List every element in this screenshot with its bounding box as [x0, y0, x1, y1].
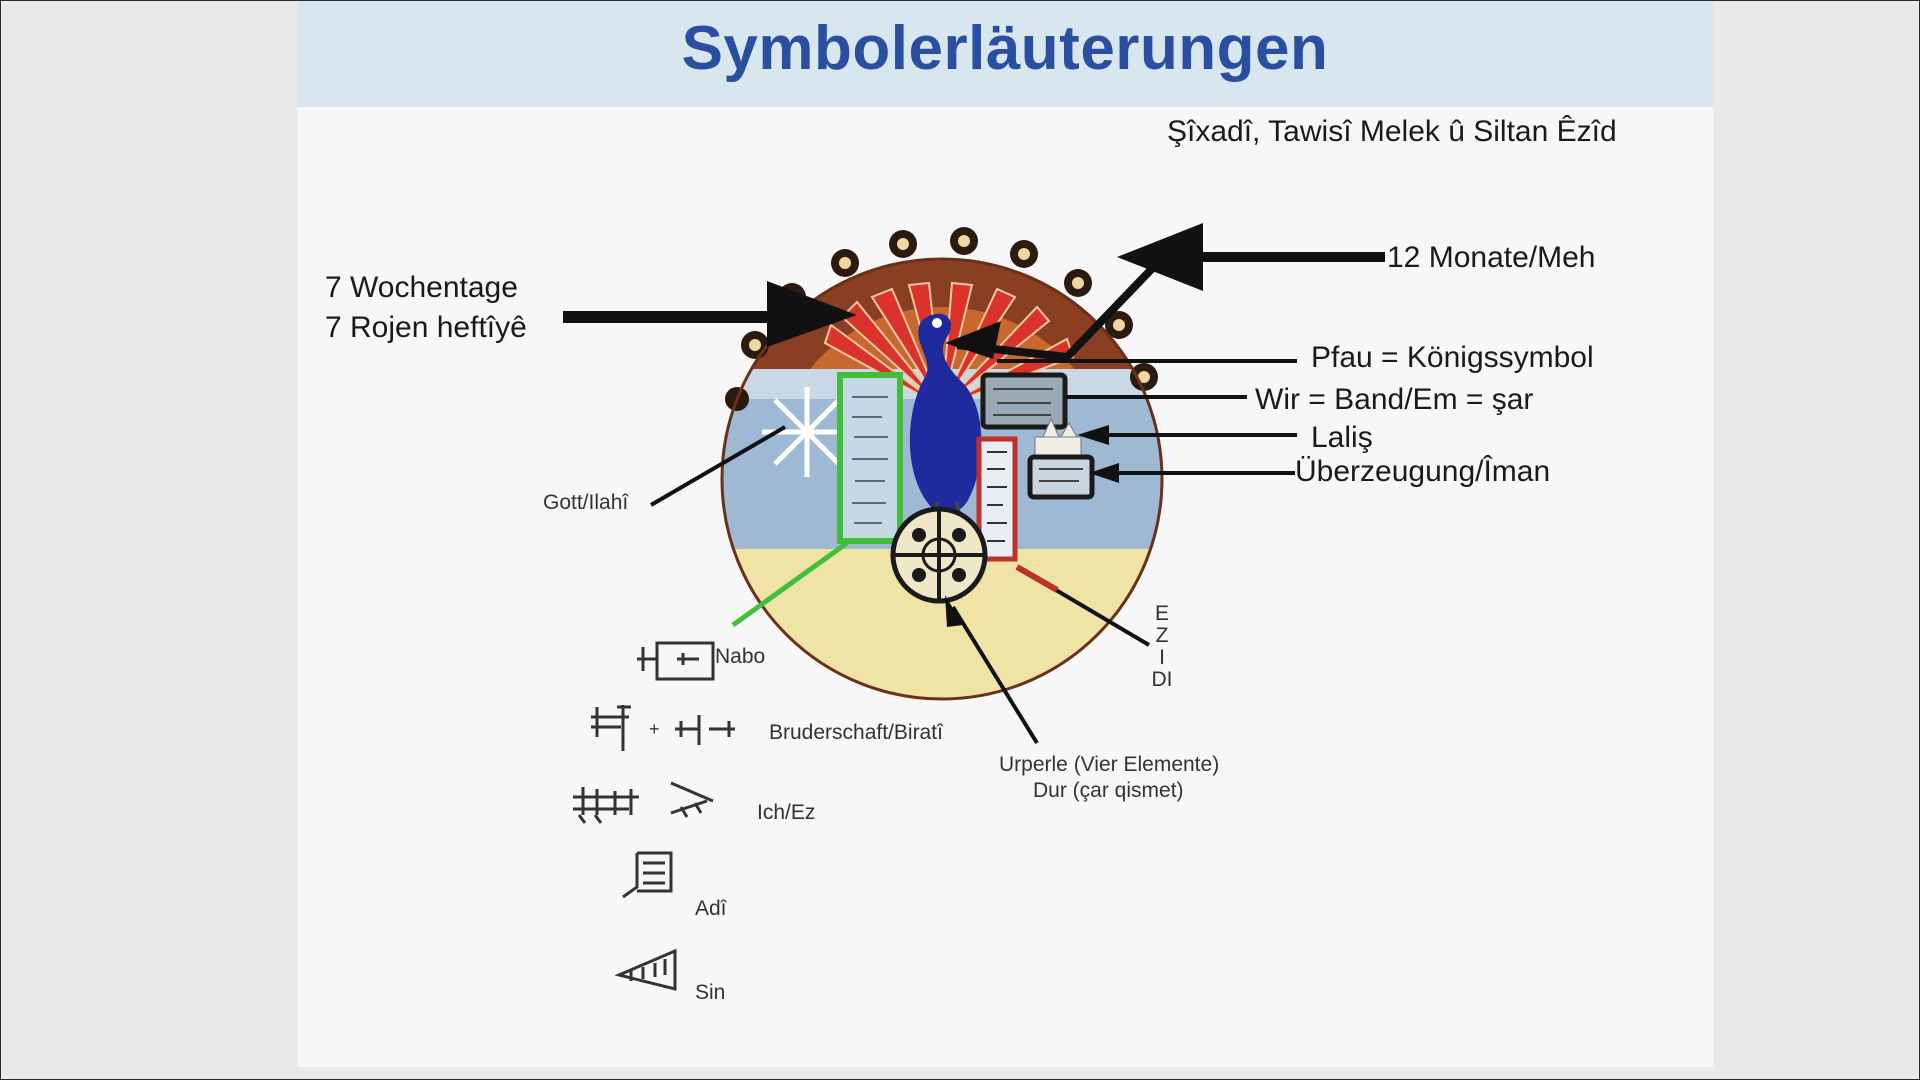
ezidi-letter: Z [1155, 624, 1169, 647]
svg-text:+: + [649, 719, 660, 739]
pearl-circle [890, 506, 988, 604]
conviction-box [1027, 454, 1095, 500]
cuneiform-adi-icon [622, 851, 673, 899]
line-green [731, 540, 849, 628]
label-pearl-de: Urperle (Vier Elemente) [999, 753, 1220, 776]
legend-label-sin: Sin [695, 981, 726, 1004]
diagram-area: + Şîxadî, Tawisî Melek û Siltan Êzîd 12 … [297, 107, 1713, 1067]
label-sixadi: Şîxadî, Tawisî Melek û Siltan Êzîd [1167, 115, 1617, 148]
red-box [976, 436, 1018, 562]
arrow-sixadi [945, 250, 1170, 362]
arrow-pearl [945, 595, 1039, 745]
label-conviction: Überzeugung/Îman [1295, 455, 1551, 488]
cuneiform-bruderschaft-icon: + [591, 705, 735, 751]
label-wir: Wir = Band/Em = şar [1255, 383, 1534, 416]
legend-label-ich: Ich/Ez [757, 801, 816, 824]
cuneiform-ich-icon [573, 781, 714, 824]
symbol-diagram: + [563, 223, 1385, 991]
arrow-conviction [1089, 463, 1295, 483]
arrow-lalis [1077, 425, 1297, 445]
arrow-weekdays [563, 281, 857, 347]
title-band: Symbolerläuterungen [297, 1, 1713, 107]
slide: Symbolerläuterungen [297, 1, 1713, 1067]
wir-box [980, 372, 1068, 430]
arrow-months [1117, 223, 1385, 291]
label-weekdays-ku: 7 Rojen heftîyê [325, 311, 527, 344]
legend-label-nabo: Nabo [715, 645, 766, 668]
slide-title: Symbolerläuterungen [681, 14, 1329, 83]
green-box-script [852, 396, 888, 524]
label-months: 12 Monate/Meh [1387, 241, 1596, 274]
line-god [649, 425, 787, 507]
ezidi-letters: E Z I DI [1147, 603, 1177, 691]
cuneiform-sin-icon [614, 948, 677, 991]
label-peacock: Pfau = Königssymbol [1311, 341, 1594, 374]
ezidi-letter: E [1154, 602, 1169, 625]
label-lalis: Laliş [1311, 421, 1373, 454]
disc-outline [720, 257, 1164, 701]
cuneiform-nabo-icon [637, 641, 715, 681]
ezidi-letter: DI [1151, 668, 1173, 691]
label-god: Gott/Ilahî [543, 491, 629, 514]
legend-label-adi: Adî [695, 897, 727, 920]
label-weekdays-de: 7 Wochentage [325, 271, 518, 304]
line-ezidi [1015, 564, 1151, 647]
legend-label-bruderschaft: Bruderschaft/Biratî [769, 721, 943, 744]
ezidi-letter: I [1159, 646, 1165, 669]
label-pearl-ku: Dur (çar qismet) [1033, 779, 1184, 802]
